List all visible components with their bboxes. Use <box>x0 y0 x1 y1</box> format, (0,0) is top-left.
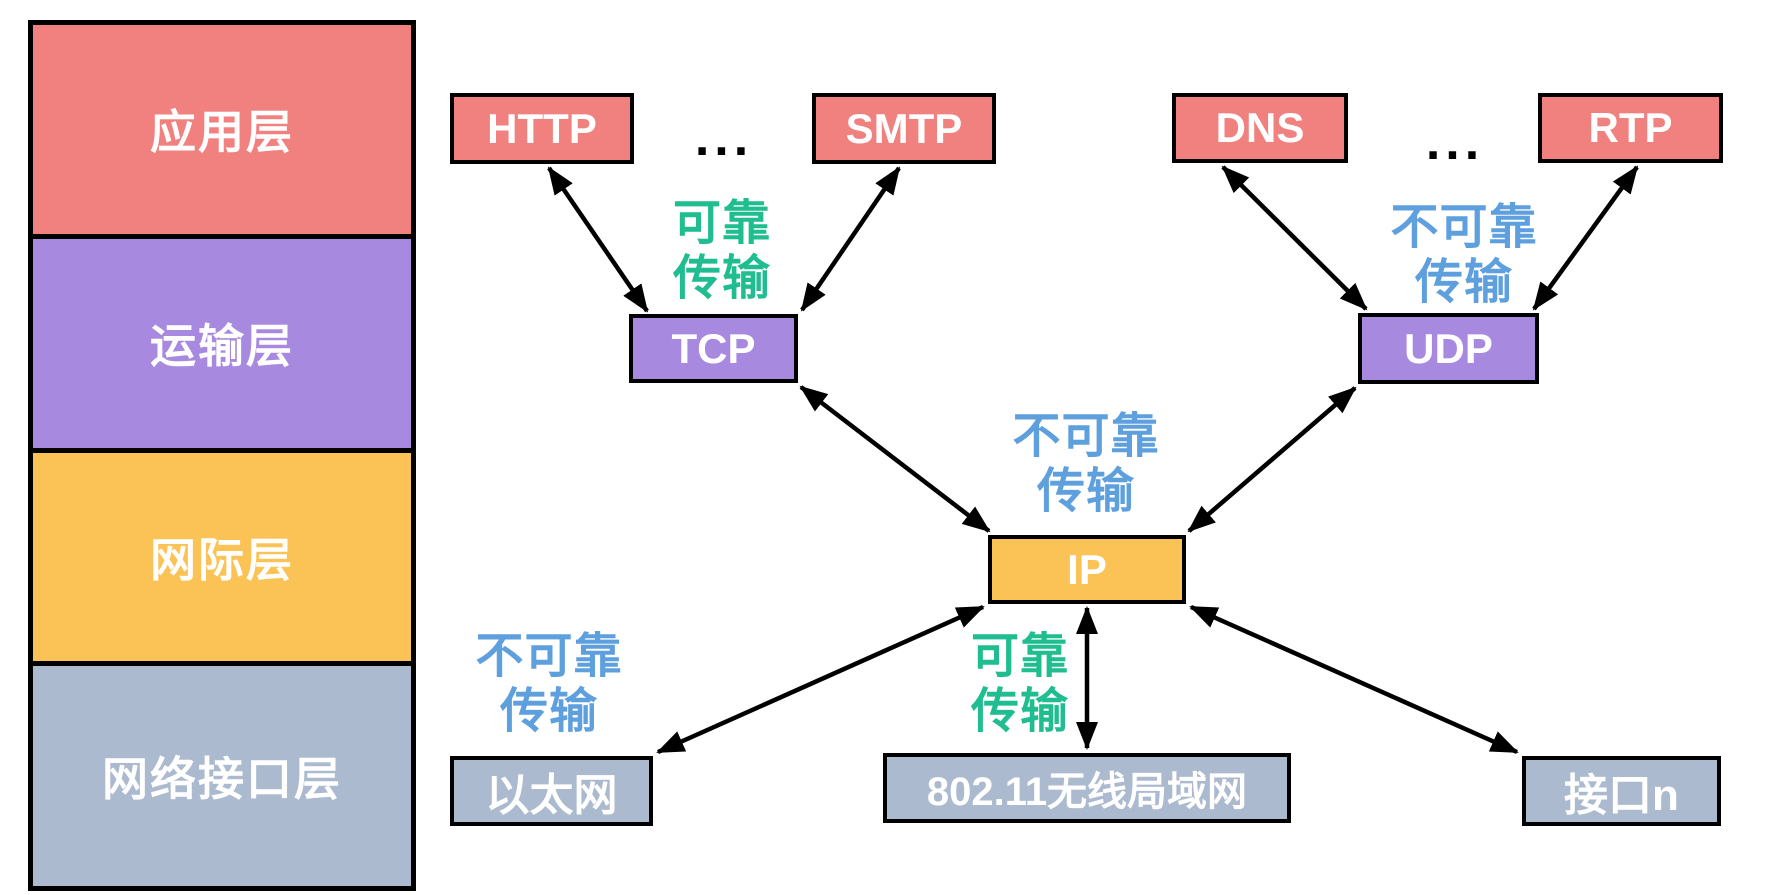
node-ip-label: IP <box>1067 545 1107 593</box>
arrow-http-tcp <box>547 166 649 313</box>
layer-transport-label: 运输层 <box>150 320 294 373</box>
arrow-smtp-tcp <box>800 166 901 312</box>
node-ethernet: 以太网 <box>450 756 653 826</box>
node-udp-label: UDP <box>1404 324 1493 372</box>
ellipsis-right: ... <box>1425 113 1485 171</box>
protocol-stack: 应用层 运输层 网际层 网络接口层 <box>28 20 416 891</box>
label-line: 传输 <box>970 685 1069 738</box>
label-line: 可靠 <box>970 630 1069 683</box>
label-line: 不可靠 <box>475 630 623 683</box>
node-ethernet-label: 以太网 <box>485 771 618 820</box>
arrow-tcp-ip <box>799 385 991 533</box>
node-interface-n-label: 接口n <box>1564 771 1679 820</box>
node-http: HTTP <box>450 93 634 164</box>
label-line: 传输 <box>499 685 598 738</box>
layer-transport: 运输层 <box>33 238 411 448</box>
label-line: 不可靠 <box>1390 201 1538 254</box>
label-line: 可靠 <box>672 197 771 250</box>
node-wlan-802-11: 802.11无线局域网 <box>883 753 1291 823</box>
label-unreliable-transmission-ip: 不可靠 传输 <box>976 409 1196 519</box>
layer-network-interface: 网络接口层 <box>33 666 411 886</box>
label-line: 传输 <box>1036 465 1135 518</box>
node-ip: IP <box>988 535 1186 604</box>
label-line: 传输 <box>1414 256 1513 309</box>
arrow-ip-ethernet <box>656 604 985 755</box>
node-dns-label: DNS <box>1215 104 1305 151</box>
node-smtp-label: SMTP <box>845 104 963 152</box>
label-unreliable-transmission-ethernet: 不可靠 传输 <box>439 629 659 739</box>
node-udp: UDP <box>1358 313 1539 384</box>
label-reliable-transmission-tcp: 可靠 传输 <box>612 196 832 306</box>
node-dns: DNS <box>1172 93 1348 163</box>
layer-internet: 网际层 <box>33 452 411 662</box>
node-rtp: RTP <box>1538 93 1723 163</box>
label-line: 不可靠 <box>1012 410 1160 463</box>
node-tcp: TCP <box>629 314 798 383</box>
label-line: 传输 <box>672 252 771 305</box>
layer-internet-label: 网际层 <box>150 534 294 587</box>
arrow-ip-interface-n <box>1189 604 1519 755</box>
node-tcp-label: TCP <box>671 324 756 372</box>
layer-network-interface-label: 网络接口层 <box>102 753 342 806</box>
ellipsis-left: ... <box>694 109 754 167</box>
layer-application-label: 应用层 <box>150 106 294 159</box>
node-smtp: SMTP <box>812 93 996 164</box>
label-reliable-transmission-wlan: 可靠 传输 <box>910 629 1130 739</box>
node-wlan-label: 802.11无线局域网 <box>926 770 1248 814</box>
arrow-udp-ip <box>1187 386 1357 533</box>
node-http-label: HTTP <box>487 104 597 152</box>
arrow-dns-udp <box>1221 165 1368 311</box>
label-unreliable-transmission-udp: 不可靠 传输 <box>1354 200 1574 310</box>
layer-application: 应用层 <box>33 25 411 234</box>
node-interface-n: 接口n <box>1522 756 1721 826</box>
node-rtp-label: RTP <box>1588 104 1673 151</box>
arrow-rtp-udp <box>1532 165 1639 311</box>
